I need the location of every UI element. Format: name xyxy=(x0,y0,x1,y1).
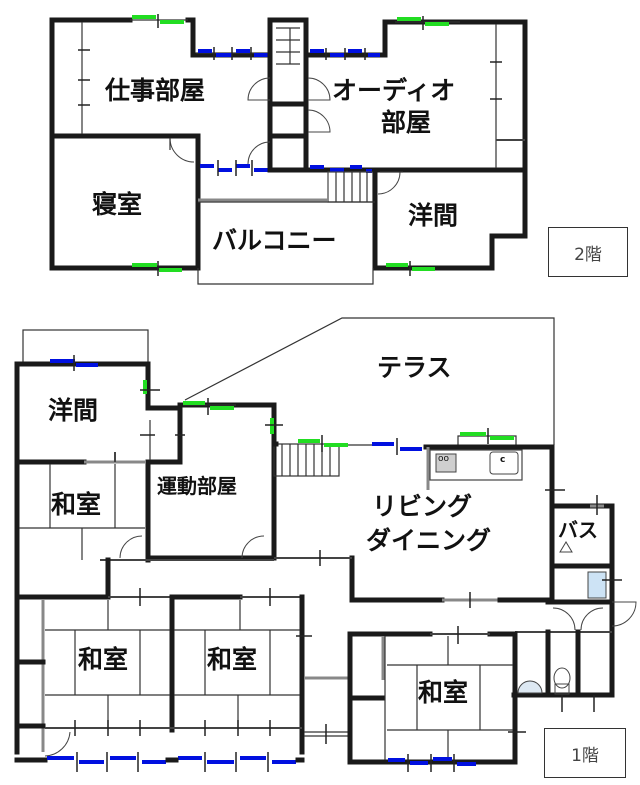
room-label-terrace: テラス xyxy=(377,353,452,382)
kitchen-sink-icon: c xyxy=(500,455,506,465)
room-label-western-room-1f: 洋間 xyxy=(48,396,99,425)
floor-badge-2f: 2階 xyxy=(548,227,628,277)
floor-badge-1f: 1階 xyxy=(544,728,626,778)
room-label-japanese-room-2: 和室 xyxy=(207,645,258,674)
room-label-western-room-2f: 洋間 xyxy=(408,201,459,230)
room-label-balcony: バルコニー xyxy=(212,226,337,255)
kitchen-stove-icon: oo xyxy=(438,454,450,464)
room-label-audio-room-line1: オーディオ xyxy=(332,76,456,105)
room-label-work-room: 仕事部屋 xyxy=(105,76,206,105)
room-label-living-line1: リビング xyxy=(372,492,473,521)
room-label-japanese-room-3: 和室 xyxy=(418,678,469,707)
room-label-japanese-room-1: 和室 xyxy=(78,645,129,674)
room-label-living-line2: ダイニング xyxy=(366,526,492,555)
room-label-japanese-room-small: 和室 xyxy=(51,490,102,519)
first-floor-plan xyxy=(14,317,637,772)
room-label-bath: バス xyxy=(558,518,598,542)
room-label-audio-room-line2: 部屋 xyxy=(381,108,432,137)
room-label-bedroom: 寝室 xyxy=(92,190,143,219)
room-label-exercise-room: 運動部屋 xyxy=(157,474,237,498)
second-floor-plan xyxy=(49,14,528,285)
